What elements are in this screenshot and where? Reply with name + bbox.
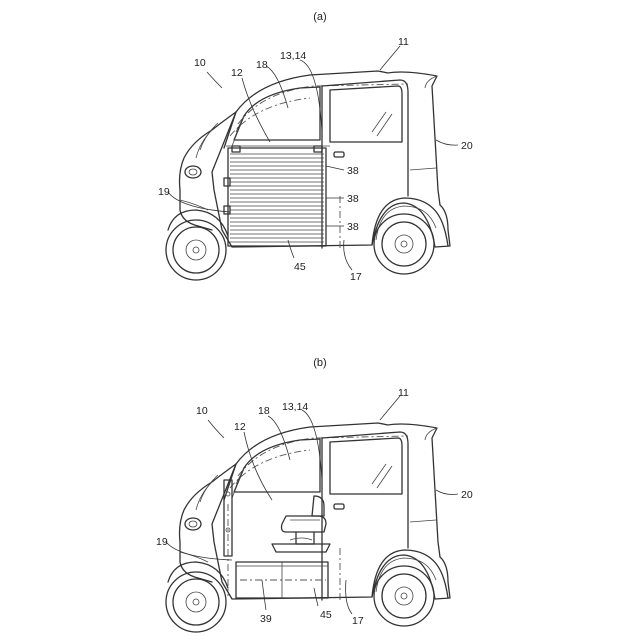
label-window-a: 18 bbox=[256, 59, 268, 71]
caption-b: (b) bbox=[313, 357, 326, 369]
label-slat2-a: 38 bbox=[347, 193, 359, 205]
label-rail-b: 17 bbox=[352, 615, 364, 627]
label-step-a: 19 bbox=[158, 186, 170, 198]
label-opening-a: 12 bbox=[231, 67, 243, 79]
label-slat3-a: 38 bbox=[347, 221, 359, 233]
label-slat1-a: 38 bbox=[347, 165, 359, 177]
interior-seat-b bbox=[224, 480, 330, 598]
label-floor-b: 45 bbox=[320, 609, 332, 621]
label-vehicle-a: 10 bbox=[194, 57, 206, 69]
label-floor-a: 45 bbox=[294, 261, 306, 273]
label-window-b: 18 bbox=[258, 405, 270, 417]
label-body-a: 11 bbox=[398, 36, 409, 48]
label-rear-b: 20 bbox=[461, 489, 473, 501]
label-opening-b: 12 bbox=[234, 421, 246, 433]
label-vehicle-b: 10 bbox=[196, 405, 208, 417]
label-door-a: 13,14 bbox=[280, 50, 306, 62]
label-rear-a: 20 bbox=[461, 140, 473, 152]
label-door-b: 13,14 bbox=[282, 401, 308, 413]
label-storage-b: 39 bbox=[260, 613, 272, 625]
label-rail-a: 17 bbox=[350, 271, 362, 283]
vehicle-outline-a bbox=[166, 71, 450, 280]
vehicle-outline-b bbox=[166, 423, 450, 632]
label-step-b: 19 bbox=[156, 536, 168, 548]
side-slats-a bbox=[224, 146, 330, 246]
figure-b: (b) 10 12 18 13,14 11 20 19 39 45 17 bbox=[156, 357, 473, 632]
label-body-b: 11 bbox=[398, 387, 409, 399]
figure-a: (a) 10 12 18 13,14 11 20 19 38 38 38 45 bbox=[158, 11, 473, 283]
caption-a: (a) bbox=[313, 11, 326, 23]
